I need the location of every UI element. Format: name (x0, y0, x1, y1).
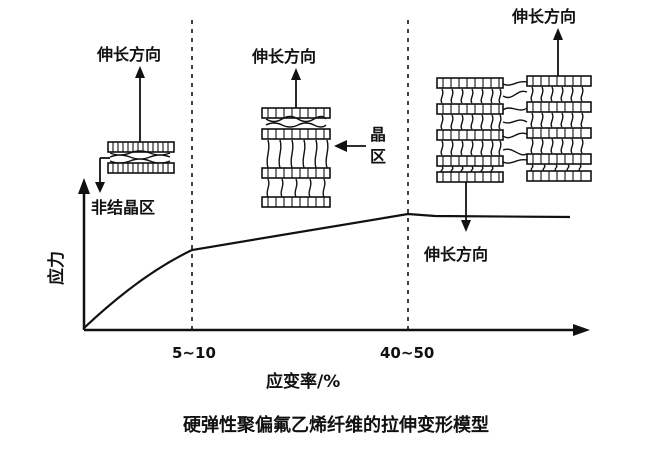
x-axis-arrowhead (573, 324, 590, 336)
crystal-region-label-2: 区 (370, 147, 386, 166)
stage2-stretch-label: 伸长方向 (251, 47, 316, 66)
stage3-left-lamella-2 (436, 103, 504, 115)
stage3-down-arrowhead (461, 220, 471, 232)
stage1-lamellae: 伸长方向 非结晶区 (91, 45, 175, 217)
stage2-lamella-2 (261, 128, 331, 140)
stage3-up-arrowhead (553, 28, 563, 40)
stage3-left-chains-2 (440, 114, 502, 130)
stage3-right-lamella-5 (526, 170, 592, 182)
stage1-top-lamella (107, 141, 175, 153)
stage3-right-chains-3 (530, 138, 584, 154)
y-axis-arrowhead (78, 178, 90, 194)
crystal-region-label-1: 晶 (370, 125, 386, 144)
figure-caption: 硬弹性聚偏氟乙烯纤维的拉伸变形模型 (183, 414, 489, 436)
stage3-right-chains-1 (530, 86, 584, 102)
stage3-stretch-label-top: 伸长方向 (511, 7, 576, 26)
stage3-stretch-label-bottom: 伸长方向 (423, 245, 488, 264)
x-tick-40-50: 40~50 (380, 344, 434, 362)
stage2-lamella-3 (261, 167, 331, 179)
stress-strain-curve (83, 212, 571, 329)
stage3-left-lamella-5 (436, 171, 504, 183)
stage3-right-lamella-2 (526, 101, 592, 113)
stage2-chains-3 (266, 178, 326, 198)
stage2-lamellae: 伸长方向 晶 区 (251, 47, 386, 208)
stage3-lamellae: 伸长方向 (423, 7, 592, 264)
stage3-left-lamella-3 (436, 129, 504, 141)
y-axis-label: 应力 (46, 251, 67, 285)
stage1-amorphous-pointer-head (95, 182, 105, 193)
stage3-left-lamella-1 (436, 77, 504, 89)
x-axis-label: 应变率/% (266, 371, 340, 392)
stage3-left-lamella-4 (436, 155, 504, 167)
stage3-left-chains-1 (440, 88, 502, 104)
stage2-chains-1 (265, 115, 327, 128)
stage3-right-lamella-4 (526, 153, 592, 165)
stage1-chains (109, 150, 171, 164)
stage2-lamella-hatch (267, 108, 325, 207)
stage3-lamella-hatch (442, 76, 582, 182)
stage1-up-arrowhead (135, 66, 145, 78)
stage2-lamella-4 (261, 196, 331, 208)
stage3-right-lamella-3 (526, 127, 592, 139)
stage2-chains-2 (266, 139, 329, 169)
crystal-region-pointer-head (334, 140, 347, 152)
stage3-right-chains-4 (530, 164, 582, 172)
stage1-stretch-label: 伸长方向 (96, 45, 161, 64)
stage2-up-arrowhead (291, 68, 301, 80)
stage3-right-lamella-1 (526, 75, 592, 87)
stage3-bridge-fibrils (502, 80, 528, 164)
stage3-right-chains-2 (530, 112, 584, 128)
stage1-bottom-lamella-hatch (112, 163, 169, 173)
stage1-bottom-lamella (107, 162, 175, 174)
stage3-left-chains-3 (440, 140, 502, 156)
amorphous-region-label: 非结晶区 (91, 198, 155, 217)
stage3-left-chains-4 (440, 166, 494, 173)
x-tick-5-10: 5~10 (172, 344, 216, 362)
stage1-top-lamella-hatch (112, 142, 169, 152)
